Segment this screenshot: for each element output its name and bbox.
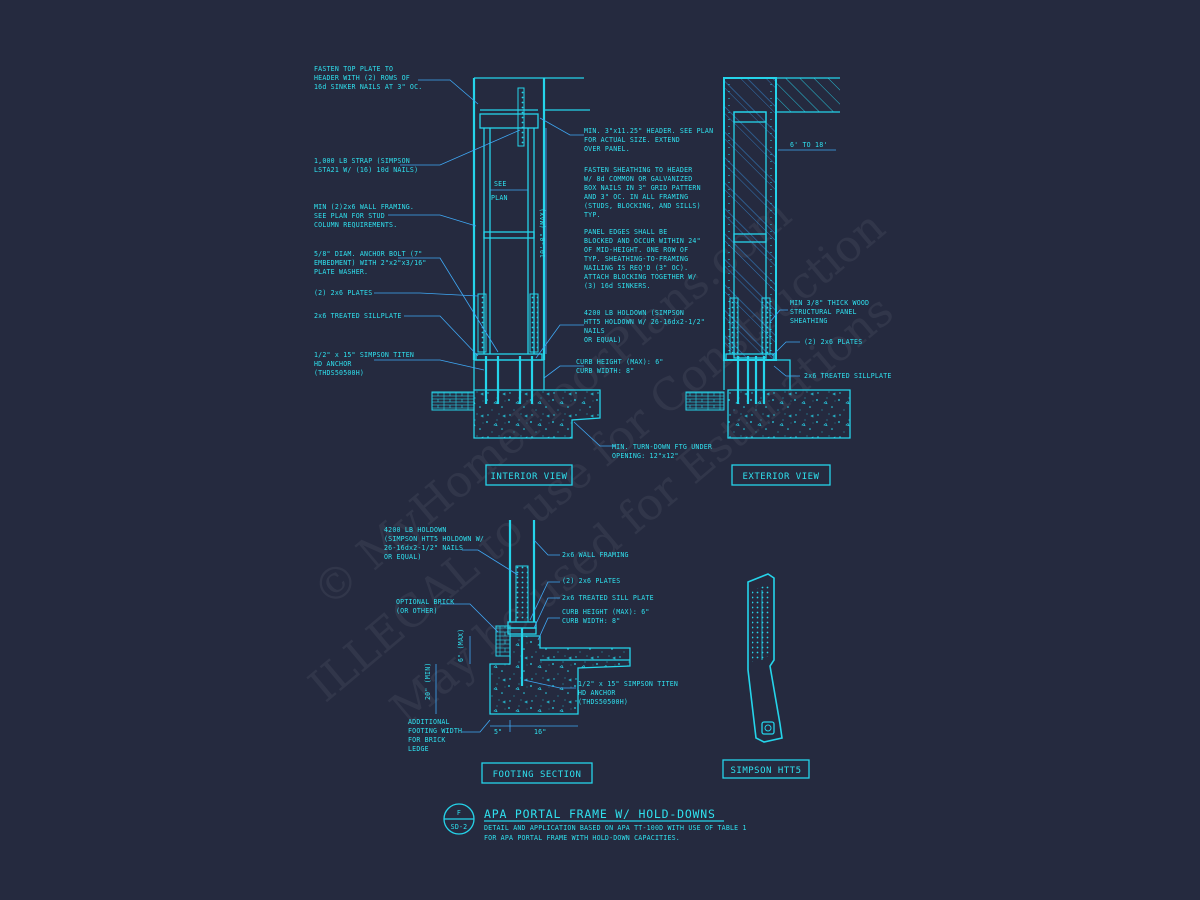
note-ftg-brick-1: OPTIONAL BRICK [396,598,454,606]
simpson-htt5-label: SIMPSON HTT5 [722,759,810,779]
note-wall-framing-1: MIN (2)2x6 WALL FRAMING. [314,203,414,211]
note-holdown-4: OR EQUAL) [584,336,622,344]
note-sheathing-2: W/ 8d COMMON OR GALVANIZED [584,175,692,183]
note-strap-2: LSTA21 W/ (16) 10d NAILS) [314,166,418,174]
note-strap-1: 1,000 LB STRAP (SIMPSON [314,157,410,165]
footing-section-label: FOOTING SECTION [481,762,593,784]
note-ftg-holdown-3: 26-16dx2-1/2" NAILS [384,544,463,552]
note-panel-edges-2: BLOCKED AND OCCUR WITHIN 24" [584,237,701,245]
footing-dim-16: 16" [534,728,547,736]
note-wall-framing-3: COLUMN REQUIREMENTS. [314,221,397,229]
interior-notes-left: FASTEN TOP PLATE TO HEADER WITH (2) ROWS… [314,65,427,377]
note-panel-edges-6: ATTACH BLOCKING TOGETHER W/ [584,273,697,281]
note-sheathing-3: BOX NAILS IN 3" GRID PATTERN [584,184,701,192]
note-top-plate-1: FASTEN TOP PLATE TO [314,65,393,73]
note-header-3: OVER PANEL. [584,145,630,153]
note-titen-2: HD ANCHOR [314,360,352,368]
note-ext-sheathing-2: STRUCTURAL PANEL [790,308,857,316]
note-holdown-1: 4200 LB HOLDOWN (SIMPSON [584,309,684,317]
note-ext-sillplate: 2x6 TREATED SILLPLATE [804,372,892,380]
note-ftg-titen-3: (THDS50500H) [578,698,628,706]
note-plates: (2) 2x6 PLATES [314,289,372,297]
note-panel-edges-7: (3) 16d SINKERS. [584,282,651,290]
note-turn-down-2: OPENING: 12"x12" [612,452,679,460]
footing-dim-5: 5" [494,728,502,736]
note-anchor-bolt-3: PLATE WASHER. [314,268,368,276]
note-panel-edges-3: OF MID-HEIGHT. ONE ROW OF [584,246,688,254]
note-titen-1: 1/2" x 15" SIMPSON TITEN [314,351,414,359]
exterior-view-label-text: EXTERIOR VIEW [743,472,820,482]
interior-height-dim: 10'-0" (MAX) [539,208,547,258]
footing-section-label-text: FOOTING SECTION [493,770,582,780]
sheet-number: SD-2 [451,823,468,831]
note-ext-sheathing-1: MIN 3/8" THICK WOOD [790,299,869,307]
note-ftg-additional-3: FOR BRICK [408,736,446,744]
note-ftg-holdown-2: (SIMPSON HTT5 HOLDOWN W/ [384,535,484,543]
note-panel-edges-1: PANEL EDGES SHALL BE [584,228,667,236]
note-top-plate-3: 16d SINKER NAILS AT 3" OC. [314,83,422,91]
note-ftg-sill: 2x6 TREATED SILL PLATE [562,594,654,602]
note-titen-3: (THDS50500H) [314,369,364,377]
note-sheathing-1: FASTEN SHEATHING TO HEADER [584,166,692,174]
interior-view-label-text: INTERIOR VIEW [491,472,568,482]
interior-see-plan-1: SEE [494,180,507,188]
note-ftg-curb-2: CURB WIDTH: 8" [562,617,620,625]
note-wall-framing-2: SEE PLAN FOR STUD [314,212,385,220]
note-ftg-wall: 2x6 WALL FRAMING [562,551,629,559]
note-ftg-additional-1: ADDITIONAL [408,718,450,726]
exterior-view-drawing: 6' TO 18' [685,77,851,439]
exterior-range-dim: 6' TO 18' [790,141,828,149]
note-top-plate-2: HEADER WITH (2) ROWS OF [314,74,410,82]
footing-section-drawing: 6" (MAX) 20" (MIN) 5" 16" [424,520,631,736]
note-curb-1: CURB HEIGHT (MAX): 6" [576,358,664,366]
detail-letter: F [457,809,461,817]
note-sheathing-4: AND 3" OC. IN ALL FRAMING [584,193,688,201]
note-ftg-additional-4: LEDGE [408,745,429,753]
footing-notes: 4200 LB HOLDOWN (SIMPSON HTT5 HOLDOWN W/… [384,526,678,753]
footing-dim-20: 20" (MIN) [424,662,432,700]
note-panel-edges-4: TYP. SHEATHING-TO-FRAMING [584,255,688,263]
note-holdown-2: HTT5 HOLDOWN W/ 26-16dx2-1/2" [584,318,705,326]
exterior-view-label: EXTERIOR VIEW [731,464,831,486]
interior-notes-right: MIN. 3"x11.25" HEADER. SEE PLAN FOR ACTU… [576,127,713,460]
note-sheathing-5: (STUDS, BLOCKING, AND SILLS) [584,202,701,210]
footing-dim-6: 6" (MAX) [457,629,465,662]
detail-title: APA PORTAL FRAME W/ HOLD-DOWNS [484,807,716,821]
note-header-2: FOR ACTUAL SIZE. EXTEND [584,136,680,144]
note-ext-plates: (2) 2x6 PLATES [804,338,862,346]
note-panel-edges-5: NAILING IS REQ'D (3" OC). [584,264,688,272]
simpson-htt5-drawing [747,573,783,743]
note-ftg-titen-1: 1/2" x 15" SIMPSON TITEN [578,680,678,688]
simpson-htt5-label-text: SIMPSON HTT5 [730,766,801,776]
note-holdown-3: NAILS [584,327,605,335]
detail-description-1: DETAIL AND APPLICATION BASED ON APA TT-1… [484,824,747,832]
detail-description-2: FOR APA PORTAL FRAME WITH HOLD-DOWN CAPA… [484,834,680,842]
note-sheathing-6: TYP. [584,211,601,219]
interior-view-label: INTERIOR VIEW [485,464,573,486]
note-turn-down-1: MIN. TURN-DOWN FTG UNDER [612,443,712,451]
note-ext-sheathing-3: SHEATHING [790,317,828,325]
note-ftg-brick-2: (OR OTHER) [396,607,438,615]
note-anchor-bolt-2: EMBEDMENT) WITH 2"x2"x3/16" [314,259,427,267]
note-ftg-titen-2: HD ANCHOR [578,689,616,697]
note-ftg-curb-1: CURB HEIGHT (MAX): 6" [562,608,650,616]
interior-view-drawing: SEE PLAN 10'-0" (MAX) [374,77,616,447]
note-header-1: MIN. 3"x11.25" HEADER. SEE PLAN [584,127,713,135]
interior-see-plan-2: PLAN [491,194,508,202]
note-ftg-plates: (2) 2x6 PLATES [562,577,620,585]
note-anchor-bolt-1: 5/8" DIAM. ANCHOR BOLT (7" [314,250,422,258]
note-ftg-holdown-4: OR EQUAL) [384,553,422,561]
note-ftg-additional-2: FOOTING WIDTH [408,727,462,735]
title-block: F SD-2 APA PORTAL FRAME W/ HOLD-DOWNS DE… [443,803,747,842]
note-curb-2: CURB WIDTH: 8" [576,367,634,375]
exterior-notes: MIN 3/8" THICK WOOD STRUCTURAL PANEL SHE… [790,299,892,380]
note-ftg-holdown-1: 4200 LB HOLDOWN [384,526,447,534]
note-sillplate: 2x6 TREATED SILLPLATE [314,312,402,320]
